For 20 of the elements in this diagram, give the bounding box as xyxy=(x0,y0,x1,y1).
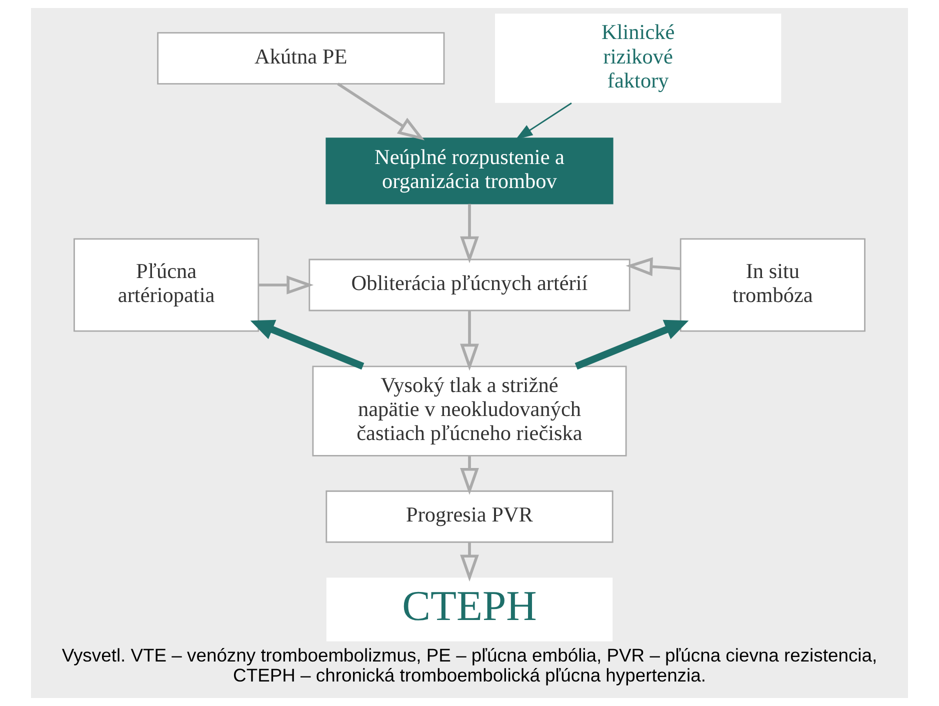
caption: Vysvetl. VTE – venózny tromboembolizmus, PE – pľúcna embólia, PVR – pľúcna cievna rezistencia, CTEPH – chronická tromboembolická pľúcna hypertenzia. xyxy=(62,644,878,686)
node-box: Klinické rizikové faktory xyxy=(495,14,782,103)
node-box: Neúplné rozpustenie a organizácia trombov xyxy=(326,138,614,204)
arrow xyxy=(250,320,364,370)
node-box: Progresia PVR xyxy=(326,490,614,543)
arrow xyxy=(516,102,572,140)
node-box: Obliterácia pľúcnych artérií xyxy=(308,258,630,312)
arrow xyxy=(574,320,689,370)
arrow xyxy=(460,204,479,264)
arrow xyxy=(626,257,680,276)
arrow xyxy=(460,542,479,582)
arrow xyxy=(337,82,425,140)
node-box: Vysoký tlak a strižné napätie v neokludovaných častiach pľúcneho riečiska xyxy=(312,366,627,456)
arrow xyxy=(258,276,314,294)
node-box: Akútna PE xyxy=(157,32,445,85)
node-box: In situ trombóza xyxy=(680,238,866,332)
arrow xyxy=(460,456,479,495)
arrow xyxy=(460,310,479,371)
node-box: CTEPH xyxy=(326,578,613,642)
node-box: Pľúcna artériopatia xyxy=(74,238,260,332)
